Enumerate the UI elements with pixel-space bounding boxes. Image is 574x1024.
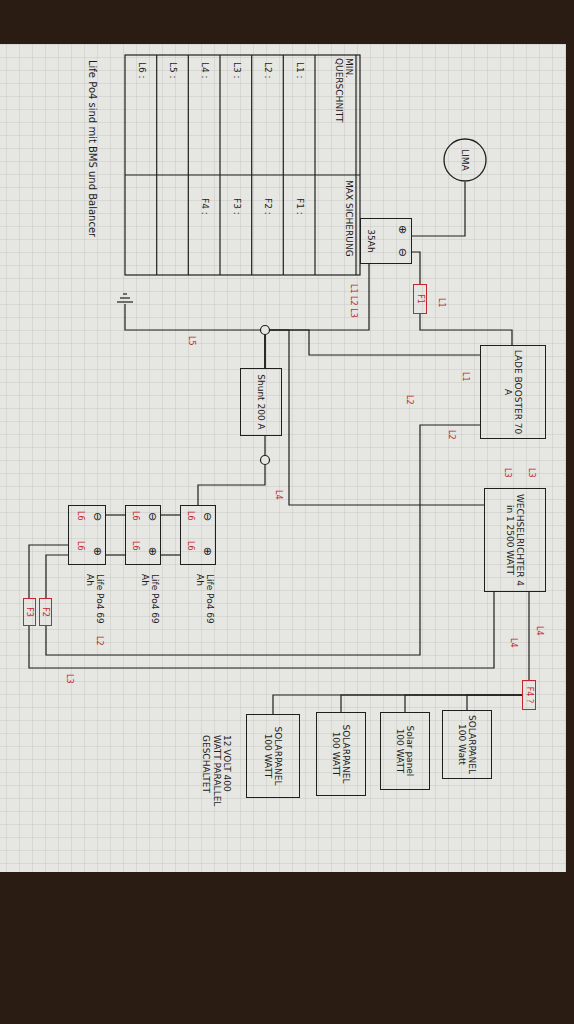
wire-connector xyxy=(420,314,512,345)
node-text: ⊖ xyxy=(145,512,158,521)
node-text: Life Po4 69 Ah xyxy=(139,574,160,624)
inverter-box: WECHSELRICHTER 4 in 1 2500 WATT xyxy=(484,488,546,592)
fuse-box: F2 xyxy=(39,598,52,626)
shunt-box: Shunt 200 A xyxy=(240,368,282,436)
wire-label: L4 xyxy=(509,638,518,648)
node-text: ⊕ xyxy=(395,225,408,234)
wire-label: L5 xyxy=(187,336,196,346)
node-text: F1 xyxy=(415,294,424,304)
wire-connector xyxy=(265,330,480,368)
wire-label: L3 xyxy=(503,468,512,478)
note-text: 12 VOLT 400 WATT PARALLEL GESCHALTET xyxy=(201,735,232,817)
node-text: ⊕ xyxy=(90,547,103,556)
wire-label: L3 xyxy=(65,674,74,684)
table-cell: L1 : xyxy=(295,62,305,79)
node-text: WECHSELRICHTER 4 in 1 2500 WATT xyxy=(505,492,526,588)
wire-label: L6 xyxy=(131,541,140,551)
wire-connector xyxy=(46,555,68,598)
lifepo4-battery: ⊖⊕Life Po4 69 Ah xyxy=(180,505,216,565)
wire-label: L6 xyxy=(76,541,85,551)
table-cell: F4 : xyxy=(200,198,210,215)
wire-label: L2 xyxy=(95,636,104,646)
node-text: SOLARPANEL 100 Watt xyxy=(457,714,478,775)
wire-connector xyxy=(341,695,522,712)
fuse-box: F4 ? xyxy=(522,680,536,710)
node-text: F4 ? xyxy=(524,687,533,703)
table-cell: F2 : xyxy=(263,198,273,215)
table-cell: F1 : xyxy=(295,198,305,215)
wire-connector xyxy=(161,554,180,555)
lifepo4-battery: ⊖⊕Life Po4 69 Ah xyxy=(125,505,161,565)
node-text: ⊕ xyxy=(145,547,158,556)
node-text: SOLARPANEL 100 WATT xyxy=(331,716,352,792)
wire-label: L1 L2 L3 xyxy=(349,284,358,318)
solar-panel-box: Solar panel 100 WATT xyxy=(380,712,430,790)
wire-connector xyxy=(265,264,369,368)
node-text: SOLARPANEL 100 WATT xyxy=(263,718,284,794)
wire-label: L2 xyxy=(405,395,414,405)
wire-label: L6 xyxy=(186,541,195,551)
wire-connector xyxy=(106,514,125,515)
wire-label: L1 xyxy=(461,372,470,382)
table-cell: L3 : xyxy=(232,62,242,79)
lifepo4-battery: ⊖⊕Life Po4 69 Ah xyxy=(68,505,106,565)
wire-connector xyxy=(265,330,484,505)
wire-label: L6 xyxy=(186,511,195,521)
wire-connector xyxy=(412,182,465,236)
wire-connector xyxy=(46,425,480,655)
wire-connector xyxy=(161,514,180,515)
solar-panel-box: SOLARPANEL 100 Watt xyxy=(442,710,492,779)
table-cell: F3 : xyxy=(232,198,242,215)
charge-booster-box: LADE BOOSTER 70 A xyxy=(480,345,546,439)
wire-label: L4 xyxy=(535,626,544,636)
table-cell: L6 : xyxy=(137,62,147,79)
wire-label: L1 xyxy=(437,298,446,308)
wire-connector xyxy=(467,695,522,710)
fuse-box: F3 xyxy=(23,598,36,626)
wire-connector xyxy=(198,436,265,505)
wire-connector xyxy=(528,592,529,680)
node-text: Life Po4 69 Ah xyxy=(84,574,105,624)
node-text: ⊖ xyxy=(90,512,103,521)
table-cell: MAX SICHERUNG xyxy=(344,180,354,260)
node-text: ⊖ xyxy=(395,248,408,257)
wire-connector xyxy=(29,545,68,598)
node-text: 35Ah xyxy=(366,219,376,263)
node-text: LADE BOOSTER 70 A xyxy=(503,349,524,435)
note-text: Life Po4 sind mit BMS und Balancer xyxy=(87,60,99,290)
node-text: ⊖ xyxy=(200,512,213,521)
node-text: Solar panel 100 WATT xyxy=(395,716,416,786)
node-text: LIMA xyxy=(460,149,470,171)
fuse-box: F1 xyxy=(413,284,427,314)
alternator-circle: LIMA xyxy=(443,138,487,182)
wire-label: L3 xyxy=(527,468,536,478)
node-text: ⊕ xyxy=(200,547,213,556)
solar-panel-box: SOLARPANEL 100 WATT xyxy=(246,714,300,798)
table-cell: L5 : xyxy=(168,62,178,79)
wire-label: L6 xyxy=(76,511,85,521)
starter-battery: ⊕ ⊖ 35Ah xyxy=(360,218,412,264)
wire-connector xyxy=(412,252,420,284)
node-text: Shunt 200 A xyxy=(256,374,266,429)
table-cell: L4 : xyxy=(200,62,210,79)
node-text: F2 xyxy=(41,607,50,617)
wire-label: L4 xyxy=(274,490,283,500)
solar-panel-box: SOLARPANEL 100 WATT xyxy=(316,712,366,796)
wire-label: L6 xyxy=(131,511,140,521)
wire-connector xyxy=(106,554,125,555)
table-cell: L2 : xyxy=(263,62,273,79)
node-text: F3 xyxy=(25,607,34,617)
wire-label: L2 xyxy=(447,430,456,440)
node-text: Life Po4 69 Ah xyxy=(194,574,215,624)
table-cell: MIN. QUERSCHNITT xyxy=(333,58,354,130)
